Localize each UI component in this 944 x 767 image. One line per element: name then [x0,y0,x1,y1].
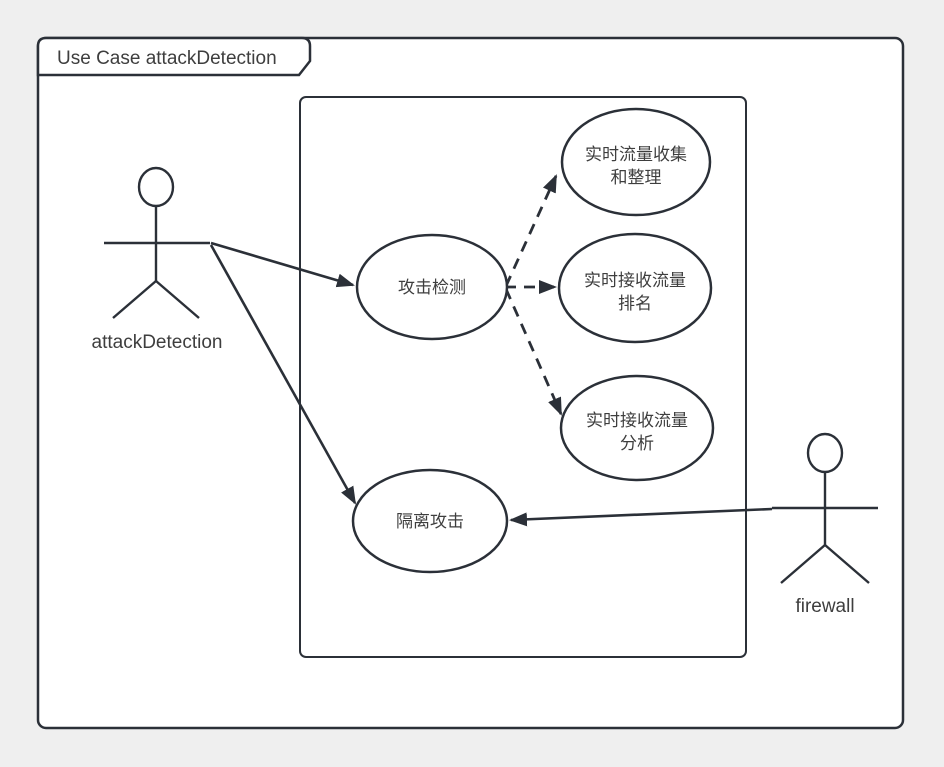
usecase-label-line1: 实时流量收集 [585,145,687,164]
usecase-label-line2: 和整理 [611,168,662,187]
usecase-label-line2: 分析 [620,434,654,453]
frame-title: Use Case attackDetection [57,48,277,69]
actor-head [806,432,844,474]
actor-label: attackDetection [92,332,223,353]
frame-title-tab [36,36,312,77]
actor-firewall: firewall [772,432,878,617]
usecase-label: 隔离攻击 [396,512,464,531]
usecase-traffic-ranking: 实时接收流量 排名 [557,232,713,344]
association-attackdetection-to-isolate-attack [209,244,357,505]
actor-head [137,166,175,208]
actor-right-leg [824,544,870,584]
usecase-traffic-analysis: 实时接收流量 分析 [559,374,715,482]
association-firewall-to-isolate-attack [509,507,773,527]
usecase-ellipse [559,374,715,482]
usecase-ellipse [351,468,509,574]
usecase-label: 攻击检测 [398,278,466,297]
dependency-attack-detect-to-traffic-analysis [504,288,563,416]
usecase-ellipse [355,233,509,341]
actor-left-leg [112,280,157,319]
usecase-label-line1: 实时接收流量 [584,271,686,290]
actor-left-leg [780,544,826,584]
usecase-ellipse [560,107,712,217]
usecase-isolate-attack: 隔离攻击 [351,468,509,574]
usecase-attack-detect: 攻击检测 [355,233,509,341]
association-attackdetection-to-attack-detect [210,241,355,288]
actor-label: firewall [795,596,854,617]
actor-attackdetection: attackDetection [92,166,223,353]
usecase-label-line2: 排名 [618,294,652,313]
actor-right-leg [155,280,200,319]
usecase-ellipse [557,232,713,344]
dependency-attack-detect-to-traffic-collect [504,174,558,287]
usecase-traffic-collect: 实时流量收集 和整理 [560,107,712,217]
usecase-label-line1: 实时接收流量 [586,411,688,430]
